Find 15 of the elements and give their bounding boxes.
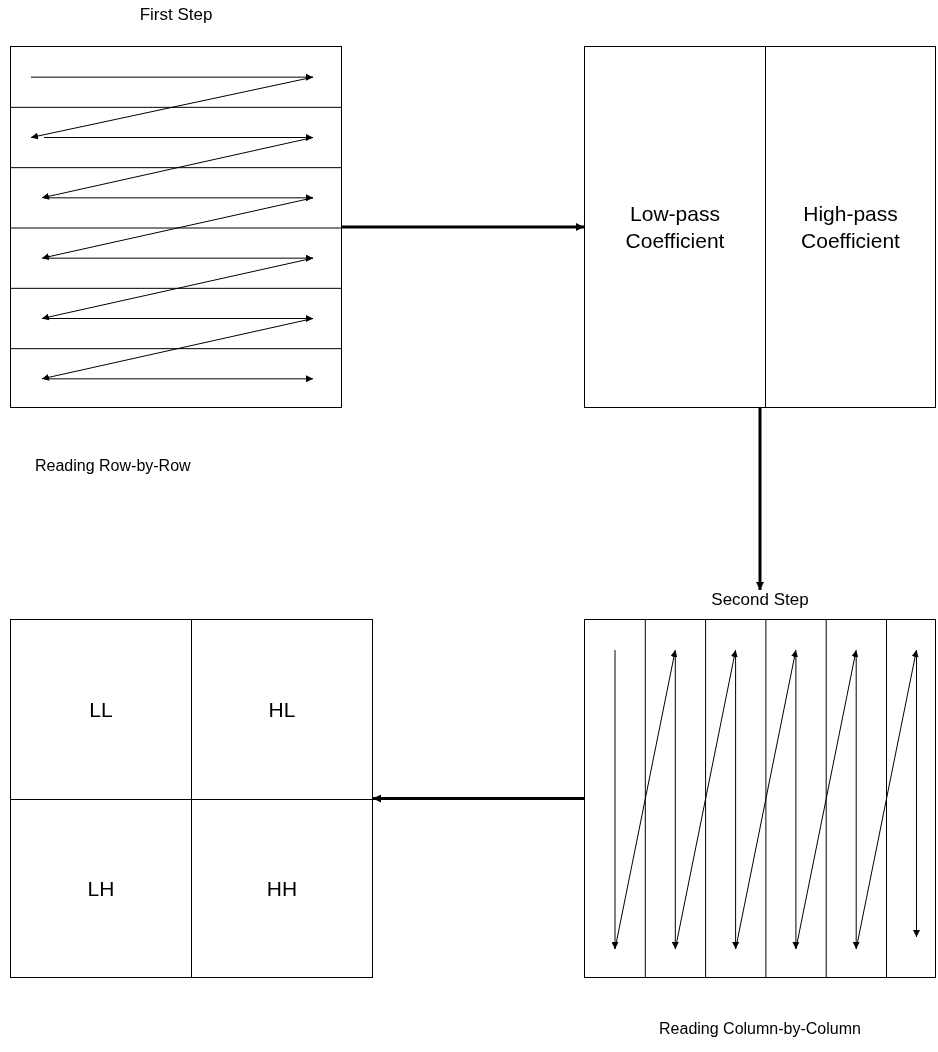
subband-region: Low-pass Coefficient xyxy=(585,47,766,407)
step-caption: Reading Row-by-Row xyxy=(35,457,191,475)
arrow xyxy=(373,794,584,803)
coefficient-panel xyxy=(584,46,936,408)
coefficient-panel xyxy=(10,619,373,978)
step-heading: Second Step xyxy=(710,590,810,610)
subband-region: LH xyxy=(11,800,192,977)
arrow xyxy=(342,223,584,231)
subband-region: LL xyxy=(11,620,192,800)
arrow xyxy=(756,408,764,590)
step-caption: Reading Column-by-Column xyxy=(658,1020,862,1038)
subband-region: HL xyxy=(192,620,372,800)
step-heading: First Step xyxy=(138,5,214,25)
subband-region: HH xyxy=(192,800,372,977)
subband-region: High-pass Coefficient xyxy=(766,47,935,407)
